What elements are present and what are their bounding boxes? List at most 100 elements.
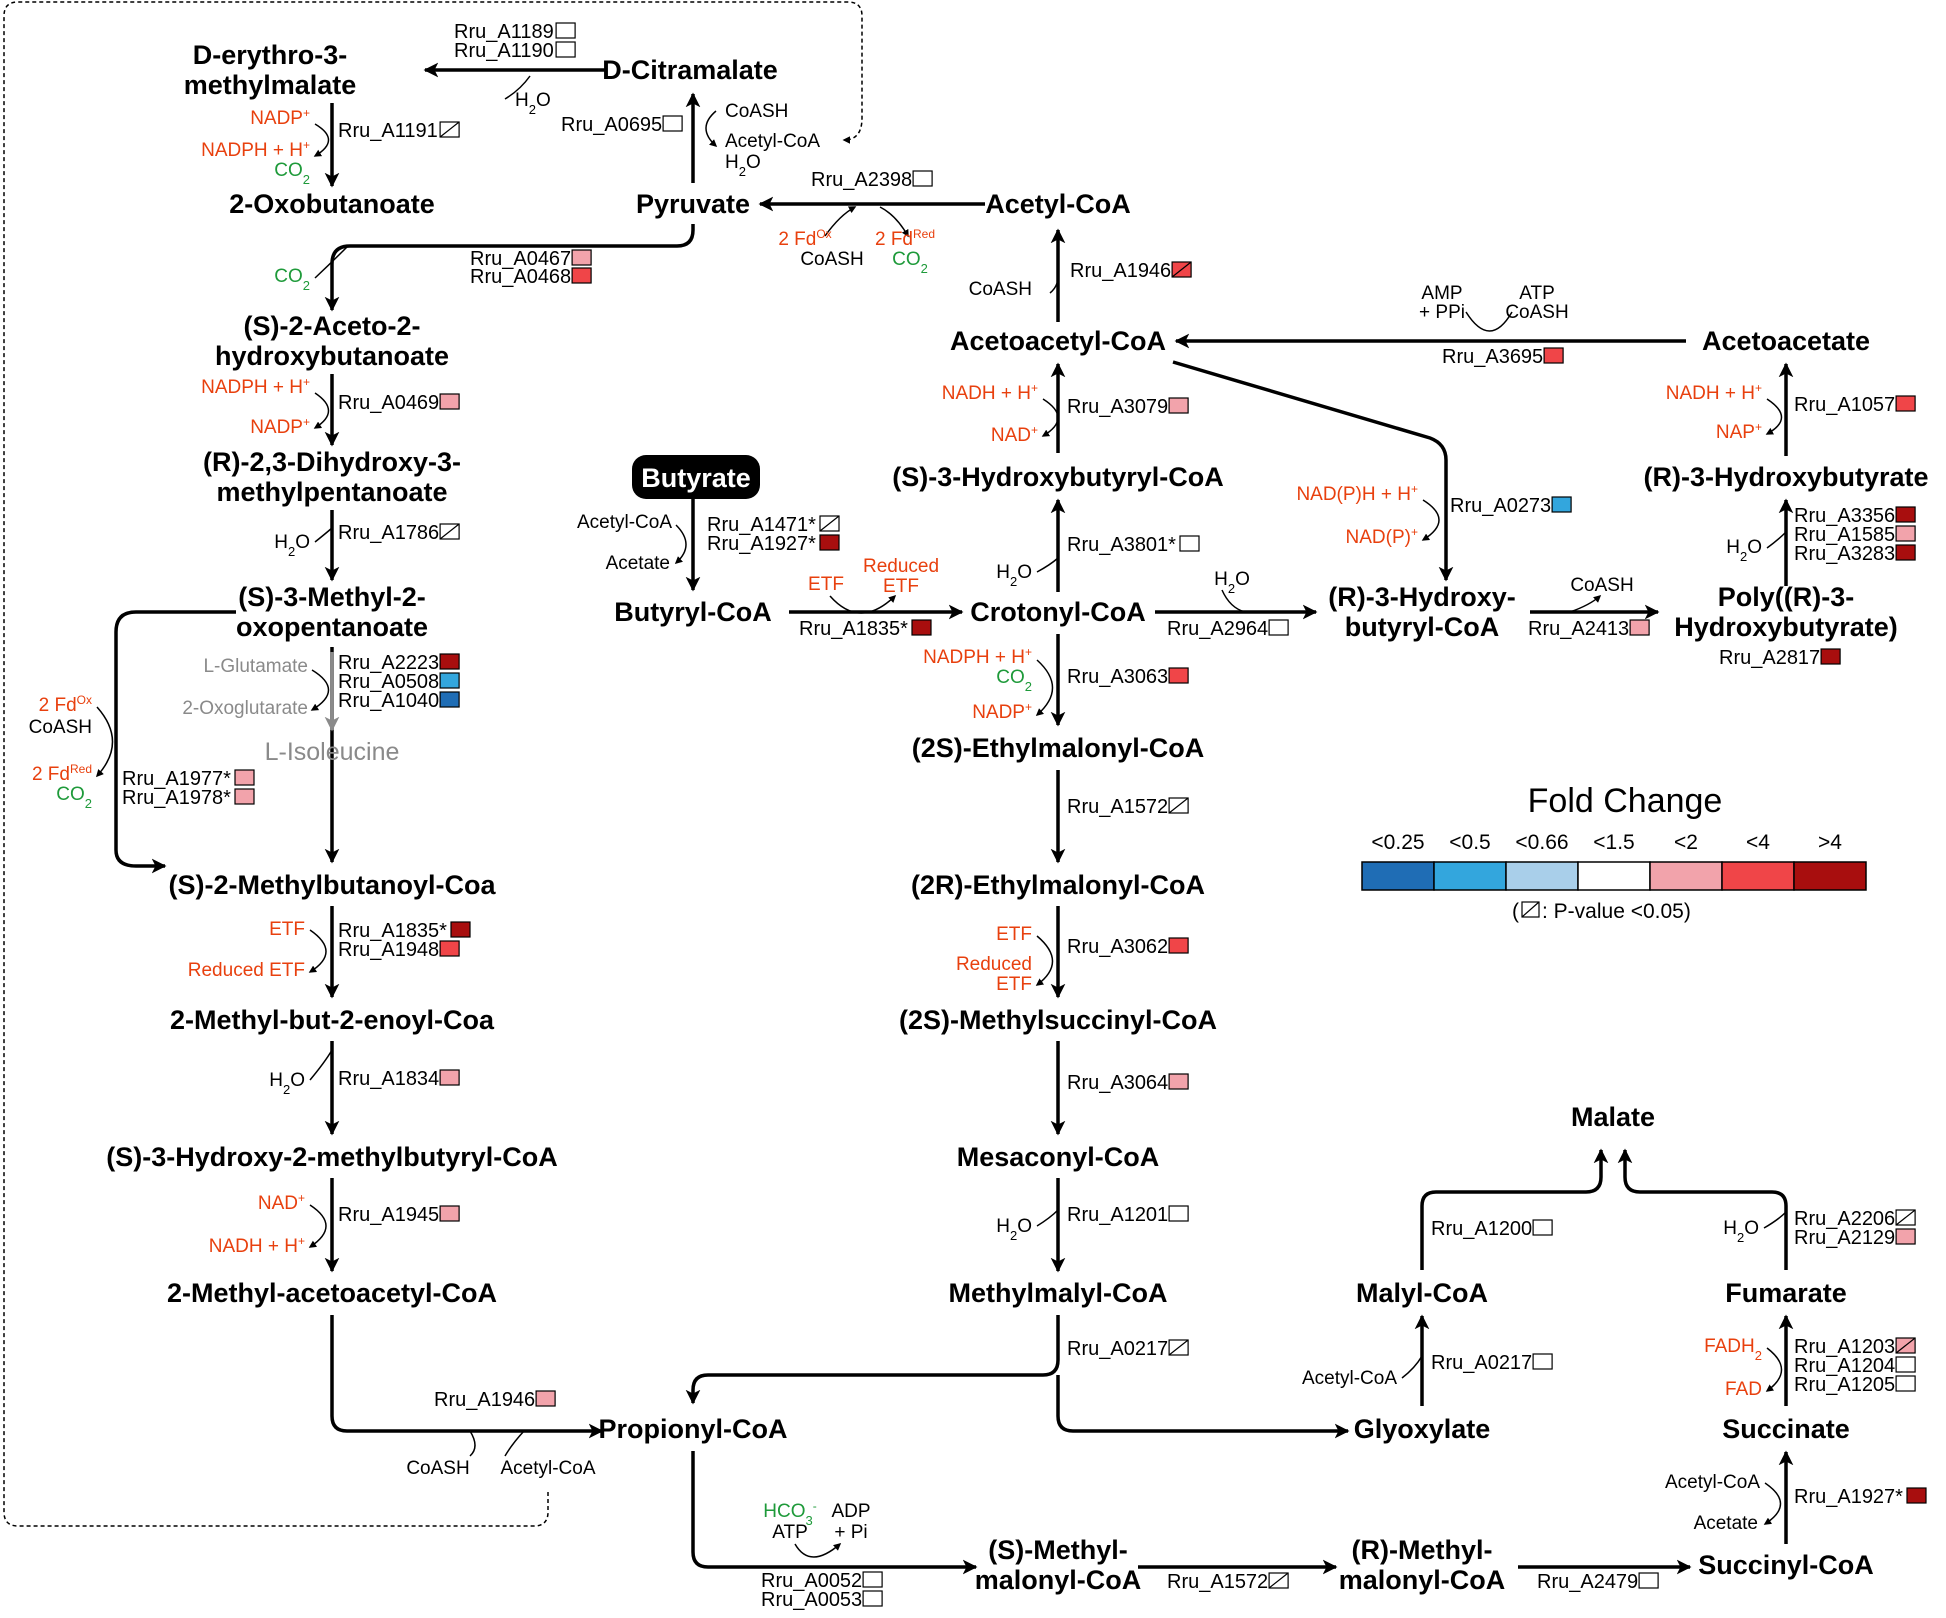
fold-change-box xyxy=(1638,1572,1659,1589)
cofactor-subscript: 2 xyxy=(529,102,536,117)
fold-change-box xyxy=(1629,619,1650,636)
legend-label: <4 xyxy=(1746,831,1770,854)
fold-change-box xyxy=(1543,347,1564,364)
cofactor-text: 2-Oxoglutarate xyxy=(182,698,308,719)
fold-change-box xyxy=(571,249,592,266)
cofactor-text: H xyxy=(1723,1218,1737,1239)
legend-label: <1.5 xyxy=(1593,831,1634,854)
legend-title: Fold Change xyxy=(1528,782,1723,820)
cofactor-tail: O xyxy=(1017,562,1032,583)
cofactor-text: NADP xyxy=(972,702,1025,723)
cofactor-label: Acetyl-CoA xyxy=(1665,1472,1760,1493)
fold-change-box xyxy=(819,534,840,551)
cofactor-text: Reduced ETF xyxy=(188,960,305,981)
metabolite-bcoa: Butyryl-CoA xyxy=(614,597,772,627)
cofactor-label: NAD(P)H + H+ xyxy=(1296,482,1418,505)
cofactor-tail: O xyxy=(1744,1218,1759,1239)
cofactor-superscript: + xyxy=(1031,381,1038,395)
fold-change-box xyxy=(1895,1375,1916,1392)
enzyme-label: Rru_A1948 xyxy=(338,939,439,961)
enzyme-label: Rru_A1057 xyxy=(1794,394,1895,416)
cofactor-text: NAD(P)H + H xyxy=(1296,484,1411,505)
cofactor-superscript: + xyxy=(303,415,310,429)
cofactor-text: ETF xyxy=(269,919,305,940)
metabolite-malate: Malate xyxy=(1571,1102,1655,1132)
cofactor-label: ATP xyxy=(1519,283,1555,304)
significance-diagonal-icon xyxy=(1168,797,1189,814)
significance-diagonal-icon xyxy=(1171,261,1192,278)
cofactor-subscript: 2 xyxy=(921,261,928,276)
enzyme-label: Rru_A0468 xyxy=(470,266,571,288)
cofactor-subscript: 2 xyxy=(303,172,310,187)
fold-change-box xyxy=(439,393,460,410)
metabolite-label: 2-Methyl-but-2-enoyl-Coa xyxy=(170,1005,495,1035)
metabolite-s2ms: (2S)-Methylsuccinyl-CoA xyxy=(899,1005,1217,1035)
enzyme-label: Rru_A3064 xyxy=(1067,1072,1168,1094)
enzyme-rru_a2398: Rru_A2398 xyxy=(811,169,933,191)
enzyme-rru_a1572: Rru_A1572 xyxy=(1167,1571,1289,1593)
cofactor-subscript: 2 xyxy=(1010,1228,1017,1243)
enzyme-label: Rru_A1200 xyxy=(1431,1218,1532,1240)
fold-change-box xyxy=(1895,1356,1916,1373)
fold-change-box xyxy=(439,940,460,957)
cofactor-label: + Pi xyxy=(834,1522,867,1543)
cofactor-text: 2 Fd xyxy=(875,229,913,250)
enzyme-rru_a2964: Rru_A2964 xyxy=(1167,618,1289,640)
metabolite-label: (2S)-Methylsuccinyl-CoA xyxy=(899,1005,1217,1035)
cofactor-tail: O xyxy=(1235,569,1250,590)
enzyme-rru_a0695: Rru_A0695 xyxy=(561,114,683,136)
fold-change-box xyxy=(1906,1487,1927,1504)
metabolite-label: D-Citramalate xyxy=(602,55,778,85)
significance-diagonal-icon xyxy=(439,523,460,540)
cofactor-text: FADH xyxy=(1704,1336,1755,1357)
metabolite-label: Hydroxybutyrate) xyxy=(1674,612,1898,642)
cofactor-superscript: + xyxy=(1411,482,1418,496)
metabolite-pcoa: Propionyl-CoA xyxy=(599,1414,788,1444)
enzyme-label: Rru_A0467 xyxy=(470,248,571,270)
cofactor-label: ETF xyxy=(996,974,1032,995)
cofactor-label: Reduced ETF xyxy=(188,960,305,981)
cofactor-tail: O xyxy=(536,90,551,111)
metabolite-acoa: Acetyl-CoA xyxy=(985,189,1131,219)
fold-change-box xyxy=(1551,496,1572,513)
cofactor-text: H xyxy=(725,152,739,173)
enzyme-label: Rru_A2964 xyxy=(1167,618,1268,640)
enzyme-rru_a1834: Rru_A1834 xyxy=(338,1068,460,1090)
enzyme-rru_a3062: Rru_A3062 xyxy=(1067,936,1189,958)
cofactor-superscript: Red xyxy=(70,762,92,776)
cofactor-text: ETF xyxy=(883,576,919,597)
enzyme-rru_a3063: Rru_A3063 xyxy=(1067,666,1189,688)
cofactor-tail: O xyxy=(1017,1216,1032,1237)
cofactor-text: HCO xyxy=(763,1501,805,1522)
enzyme-label: Rru_A0469 xyxy=(338,392,439,414)
cofactor-label: CoASH xyxy=(1505,302,1568,323)
cofactor-label: NAD+ xyxy=(991,423,1038,446)
enzyme-label: Rru_A1946 xyxy=(1070,260,1171,282)
enzyme-rru_a1205: Rru_A1205 xyxy=(1794,1374,1916,1396)
cofactor-text: Acetyl-CoA xyxy=(577,512,672,533)
cofactor-text: L-Glutamate xyxy=(203,656,308,677)
fold-change-box xyxy=(1168,1073,1189,1090)
cofactor-text: H xyxy=(1214,569,1228,590)
enzyme-label: Rru_A1040 xyxy=(338,690,439,712)
butyrate-label: Butyrate xyxy=(641,463,751,493)
metabolite-label: Butyryl-CoA xyxy=(614,597,772,627)
cofactor-text: NADH + H xyxy=(942,383,1031,404)
legend-swatch xyxy=(1505,861,1579,891)
cofactor-text: ETF xyxy=(808,574,844,595)
enzyme-label: Rru_A1572 xyxy=(1067,796,1168,818)
l-isoleucine-label: L-Isoleucine xyxy=(265,738,400,766)
fold-change-box xyxy=(450,921,471,938)
enzyme-label: Rru_A1978* xyxy=(122,787,231,809)
cofactor-text: H xyxy=(274,532,288,553)
enzyme-rru_a1946: Rru_A1946 xyxy=(434,1389,556,1411)
metabolite-ccoa: Crotonyl-CoA xyxy=(970,597,1145,627)
enzyme-label: Rru_A1203 xyxy=(1794,1336,1895,1358)
cofactor-text: CoASH xyxy=(1570,575,1633,596)
cofactor-text: NADPH + H xyxy=(201,377,303,398)
enzyme-label: Rru_A2223 xyxy=(338,652,439,674)
cofactor-text: CO xyxy=(56,784,85,805)
metabolite-label: Pyruvate xyxy=(636,189,750,219)
metabolite-label: Malyl-CoA xyxy=(1356,1278,1488,1308)
cofactor-text: + PPi xyxy=(1419,302,1465,323)
